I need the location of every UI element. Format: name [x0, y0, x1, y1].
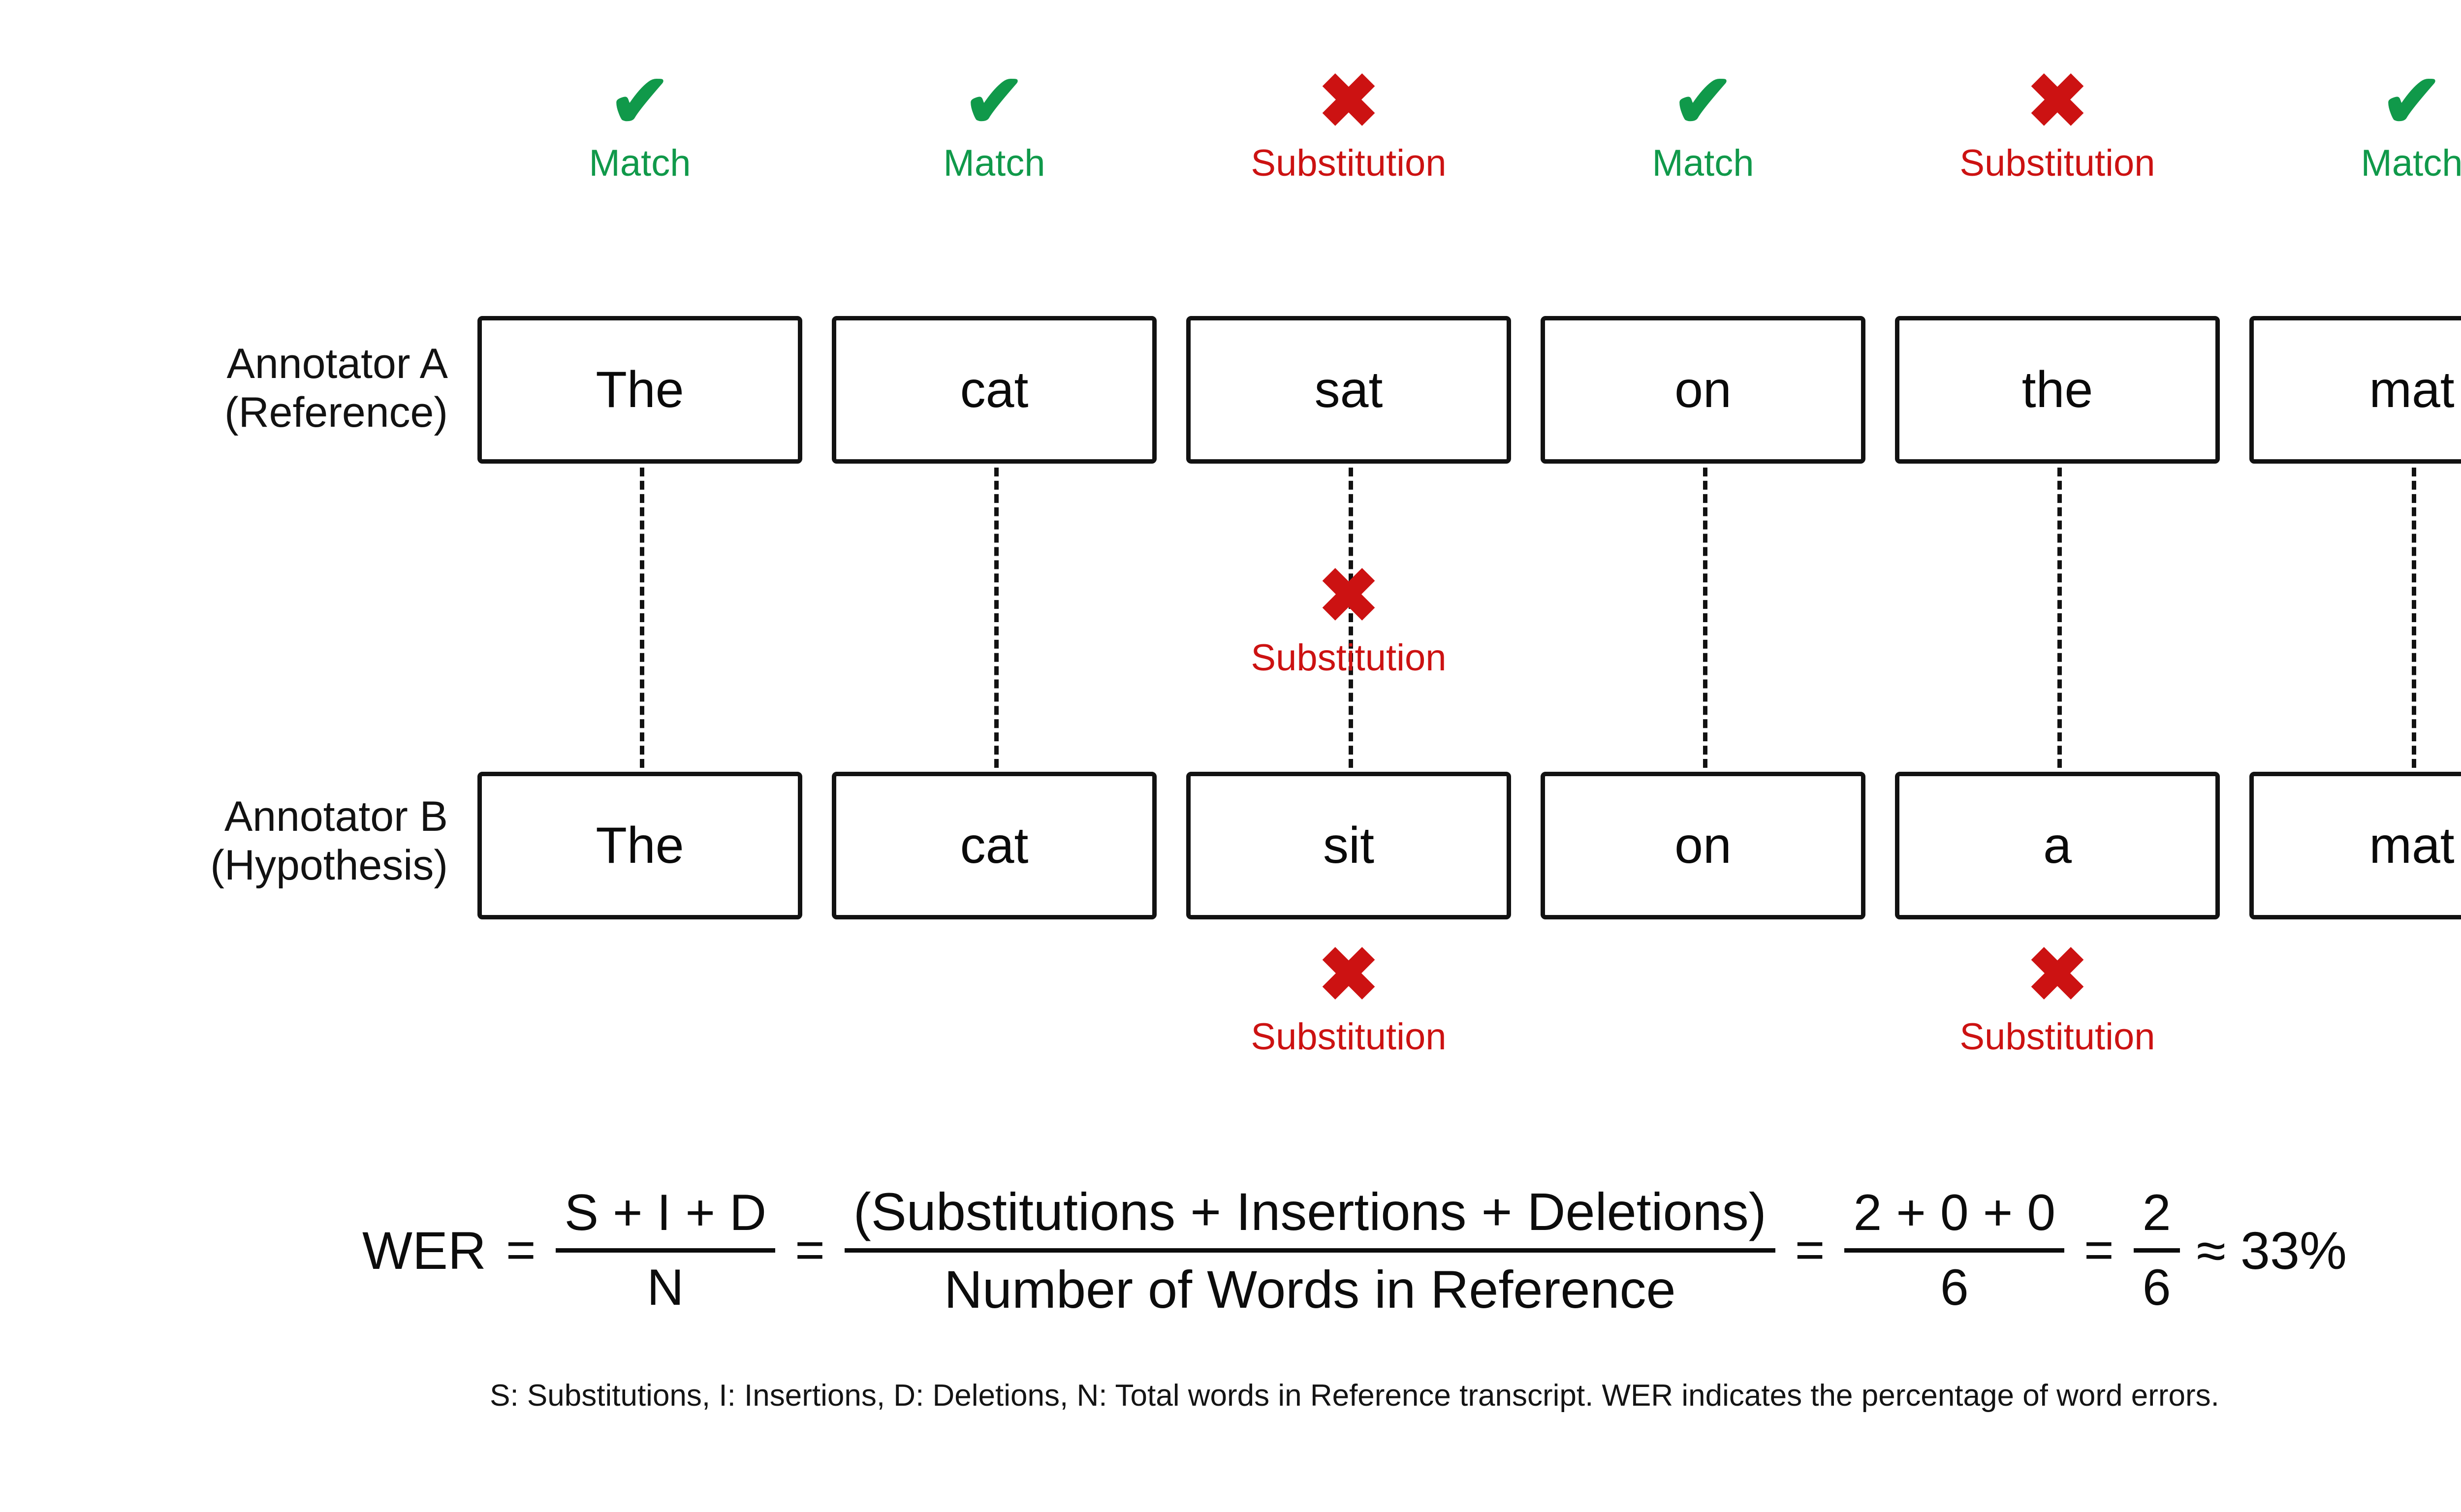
hypothesis-word-box-4: a	[1895, 772, 2220, 919]
wer-fraction-symbolic-denominator: N	[647, 1259, 684, 1316]
hypothesis-word-box-3: on	[1541, 772, 1865, 919]
wer-formula-equals-3: =	[1795, 1221, 1825, 1279]
alignment-marker-label: Substitution	[1251, 637, 1447, 679]
alignment-marker-top-1: ✔ Match	[837, 64, 1152, 184]
alignment-marker-bottom-2: ✖ Substitution	[1191, 938, 1506, 1058]
fraction-bar	[844, 1248, 1775, 1253]
wer-formula: WER = S + I + D N = (Substitutions + Ins…	[0, 1147, 2461, 1354]
legend-caption: S: Substitutions, I: Insertions, D: Dele…	[490, 1379, 2219, 1413]
alignment-marker-top-0: ✔ Match	[482, 64, 797, 184]
fraction-bar	[555, 1248, 776, 1253]
cross-icon: ✖	[2026, 933, 2088, 1016]
cross-icon: ✖	[1318, 60, 1380, 142]
wer-fraction-reduced: 2 6	[2133, 1183, 2180, 1318]
alignment-marker-label: Match	[943, 142, 1045, 184]
wer-fraction-numeric: 2 + 0 + 0 6	[1844, 1183, 2065, 1318]
wer-fraction-words-denominator: Number of Words in Reference	[944, 1259, 1676, 1319]
wer-fraction-reduced-denominator: 6	[2142, 1259, 2171, 1316]
wer-result-value: ≈ 33%	[2196, 1220, 2347, 1280]
reference-word-box-5: mat	[2249, 316, 2461, 464]
alignment-connector-2	[1349, 468, 1353, 768]
alignment-marker-top-2: ✖ Substitution	[1191, 64, 1506, 184]
alignment-marker-label: Substitution	[1959, 1016, 2155, 1058]
wer-formula-equals-2: =	[795, 1221, 825, 1279]
wer-fraction-words-numerator: (Substitutions + Insertions + Deletions)	[853, 1181, 1767, 1241]
wer-fraction-symbolic: S + I + D N	[555, 1183, 776, 1318]
wer-fraction-symbolic-numerator: S + I + D	[564, 1184, 767, 1241]
hypothesis-word-box-5: mat	[2249, 772, 2461, 919]
alignment-connector-0	[640, 468, 644, 768]
reference-word-box-3: on	[1541, 316, 1865, 464]
wer-formula-equals-1: =	[505, 1221, 536, 1279]
hypothesis-label-line1: Annotator B	[224, 793, 448, 840]
hypothesis-row-label: Annotator B (Hypothesis)	[59, 792, 448, 890]
alignment-marker-middle-2: ✖ Substitution	[1191, 559, 1506, 679]
fraction-bar	[1844, 1248, 2065, 1253]
alignment-marker-label: Substitution	[1251, 142, 1447, 184]
reference-word-box-4: the	[1895, 316, 2220, 464]
fraction-bar	[2133, 1248, 2180, 1253]
hypothesis-word-box-1: cat	[832, 772, 1157, 919]
reference-label-line2: (Reference)	[224, 388, 448, 436]
reference-word-box-2: sat	[1186, 316, 1511, 464]
alignment-marker-label: Match	[1652, 142, 1754, 184]
reference-label-line1: Annotator A	[226, 340, 448, 387]
wer-alignment-diagram: Annotator A (Reference) Annotator B (Hyp…	[59, 64, 2461, 1058]
hypothesis-word-box-0: The	[477, 772, 802, 919]
alignment-marker-top-5: ✔ Match	[2254, 64, 2461, 184]
reference-word-box-0: The	[477, 316, 802, 464]
alignment-marker-top-4: ✖ Substitution	[1900, 64, 2215, 184]
check-icon: ✔	[1672, 60, 1734, 142]
hypothesis-word-box-2: sit	[1186, 772, 1511, 919]
wer-fraction-reduced-numerator: 2	[2142, 1184, 2171, 1241]
alignment-connector-4	[2057, 468, 2062, 768]
alignment-marker-label: Match	[2361, 142, 2461, 184]
wer-formula-equals-4: =	[2084, 1221, 2114, 1279]
wer-fraction-numeric-denominator: 6	[1940, 1259, 1969, 1316]
check-icon: ✔	[2381, 60, 2443, 142]
wer-fraction-numeric-numerator: 2 + 0 + 0	[1853, 1184, 2056, 1241]
alignment-marker-label: Substitution	[1251, 1016, 1447, 1058]
alignment-marker-label: Match	[589, 142, 691, 184]
cross-icon: ✖	[2026, 60, 2088, 142]
alignment-marker-label: Substitution	[1959, 142, 2155, 184]
check-icon: ✔	[963, 60, 1025, 142]
wer-fraction-words: (Substitutions + Insertions + Deletions)…	[844, 1180, 1775, 1321]
cross-icon: ✖	[1318, 933, 1380, 1016]
cross-icon: ✖	[1318, 554, 1380, 637]
reference-word-box-1: cat	[832, 316, 1157, 464]
alignment-connector-3	[1703, 468, 1707, 768]
hypothesis-label-line2: (Hypothesis)	[210, 841, 448, 889]
alignment-connector-5	[2412, 468, 2416, 768]
reference-row-label: Annotator A (Reference)	[59, 340, 448, 437]
alignment-marker-top-3: ✔ Match	[1546, 64, 1861, 184]
wer-formula-lhs: WER	[362, 1220, 486, 1280]
check-icon: ✔	[609, 60, 671, 142]
alignment-marker-bottom-4: ✖ Substitution	[1900, 938, 2215, 1058]
alignment-connector-1	[994, 468, 999, 768]
